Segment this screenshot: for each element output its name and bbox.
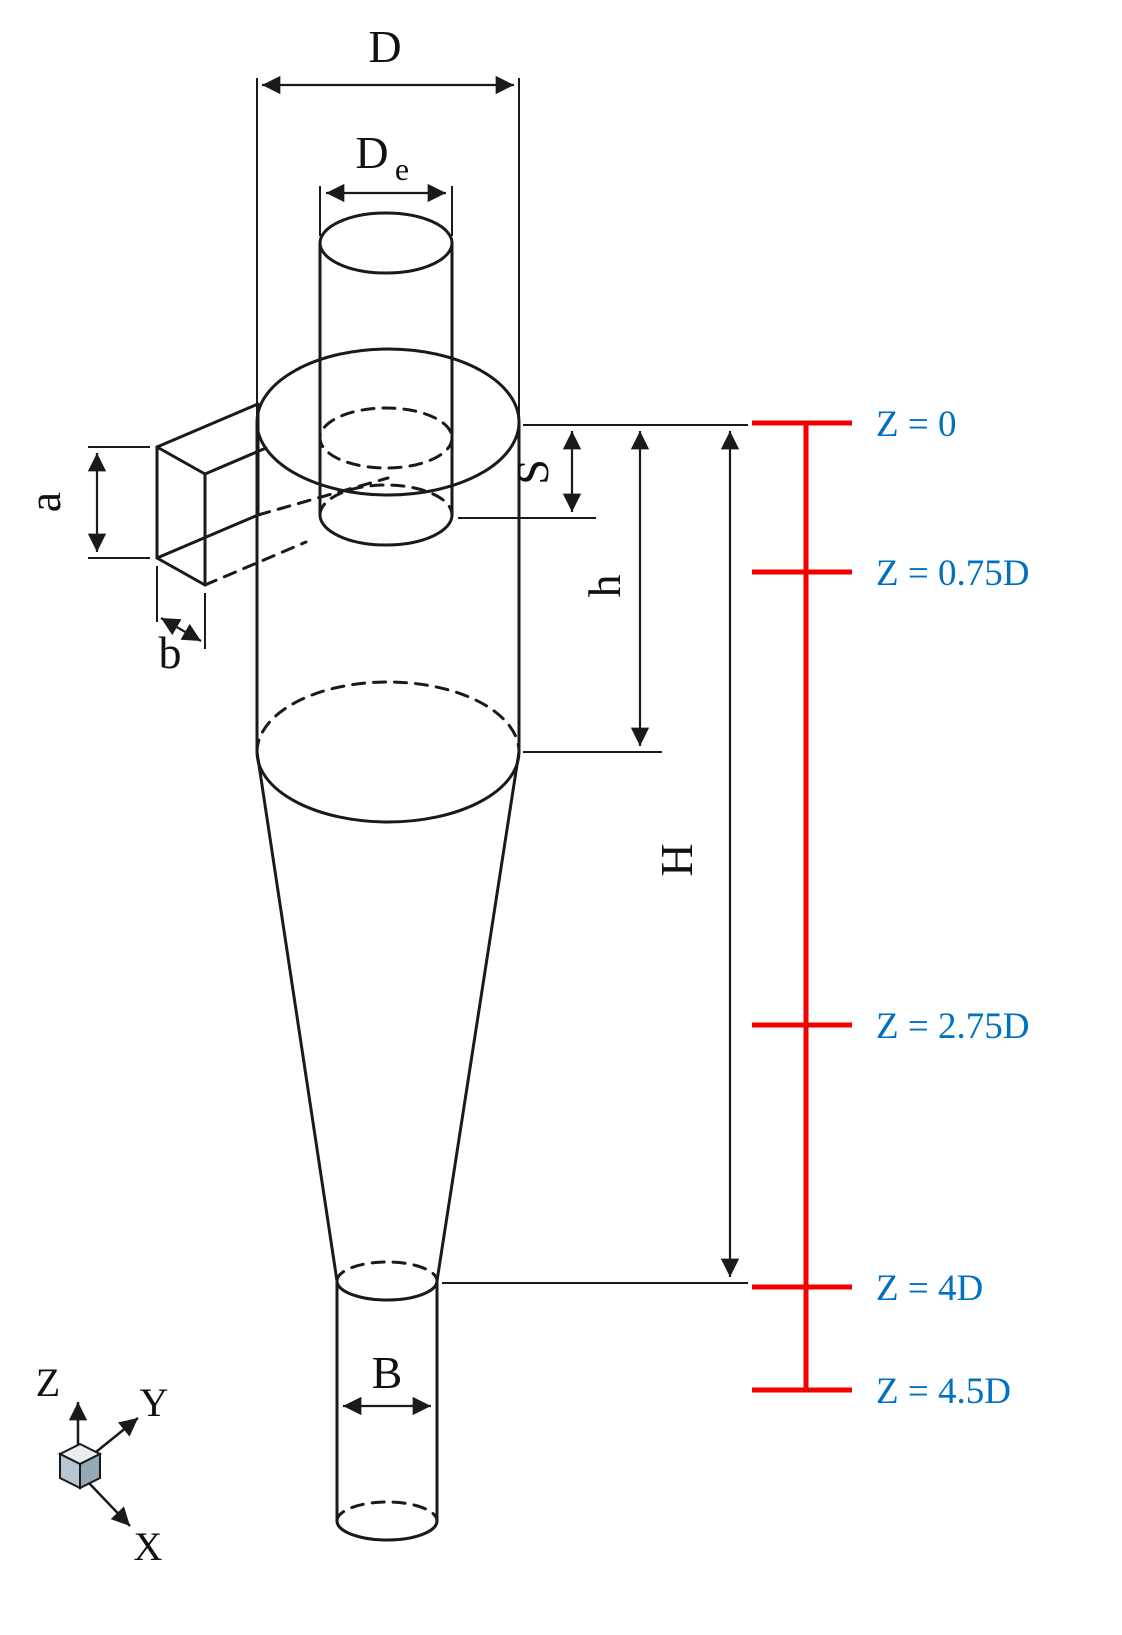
z-label-3: Z = 4D xyxy=(876,1268,983,1309)
body-lid-ellipse xyxy=(255,347,521,497)
z-label-0: Z = 0 xyxy=(876,404,956,445)
inlet-duct xyxy=(155,402,390,587)
dimension-D-label: D xyxy=(368,21,401,72)
inlet-top-front-edge xyxy=(155,402,260,449)
dust-outlet-bottom-ellipse-back xyxy=(335,1500,439,1523)
dimension-H-label: H xyxy=(651,843,702,876)
cone-right-edge xyxy=(435,750,521,1283)
inlet-bottom-front-edge xyxy=(155,513,260,560)
inlet-top-near-edge xyxy=(155,445,207,476)
dimension-labels: D D e a b S h H B xyxy=(19,21,702,1398)
axis-x-arrow xyxy=(87,1481,131,1527)
axis-x-label: X xyxy=(134,1524,163,1569)
dimension-De-main-label: D xyxy=(355,127,388,178)
dimension-De-sub-label: e xyxy=(395,151,409,187)
dust-outlet-top-ellipse-back xyxy=(335,1260,439,1283)
inlet-top-back-edge xyxy=(203,446,268,476)
z-label-1: Z = 0.75D xyxy=(876,553,1029,594)
vortex-finder-top-ellipse xyxy=(318,211,454,275)
dust-outlet-top-ellipse-front xyxy=(335,1279,439,1302)
lid-hole-ellipse xyxy=(318,406,454,470)
dust-outlet-bottom-ellipse-front xyxy=(335,1519,439,1542)
dimension-S-label: S xyxy=(507,459,558,485)
dimension-h-label: h xyxy=(579,575,630,598)
body-bottom-ellipse-back xyxy=(255,680,521,754)
inlet-bottom-near-edge xyxy=(155,556,207,587)
vortex-finder xyxy=(318,211,454,547)
z-label-4: Z = 4.5D xyxy=(876,1371,1011,1412)
inlet-hidden-bottom-back-edge xyxy=(203,540,308,587)
cone-left-edge xyxy=(255,750,339,1283)
dimension-b-label: b xyxy=(159,627,182,678)
dimension-B-label: B xyxy=(372,1347,403,1398)
vortex-finder-bottom-ellipse-front xyxy=(318,513,454,547)
cube-right-face xyxy=(79,1452,101,1490)
inlet-hidden-interior-edge xyxy=(256,476,390,517)
dimension-a-label: a xyxy=(19,492,70,512)
axis-y-arrow xyxy=(95,1417,139,1453)
dimension-b-line xyxy=(160,617,202,642)
dimensions xyxy=(87,75,748,1416)
z-ruler: Z = 0 Z = 0.75D Z = 2.75D Z = 4D Z = 4.5… xyxy=(752,404,1029,1412)
body-bottom-ellipse-front xyxy=(255,750,521,824)
axis-y-label: Y xyxy=(140,1380,169,1425)
axis-z-label: Z xyxy=(36,1360,60,1405)
coordinate-triad: Z Y X xyxy=(36,1360,169,1569)
z-label-2: Z = 2.75D xyxy=(876,1006,1029,1047)
